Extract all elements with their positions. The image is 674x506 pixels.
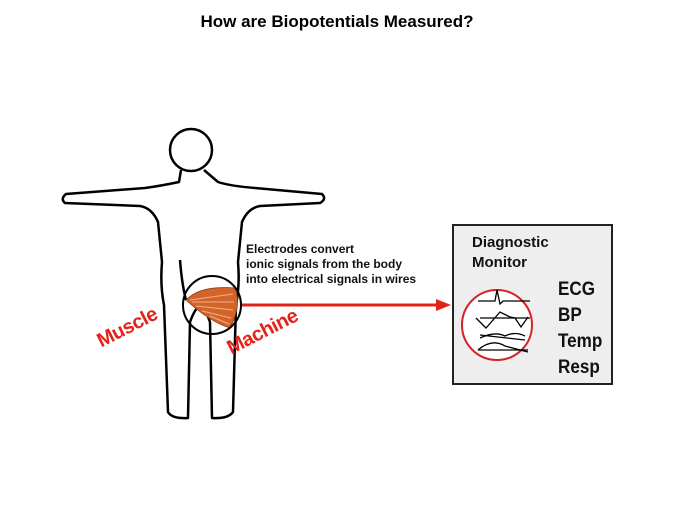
slide-title: How are Biopotentials Measured? <box>200 12 474 31</box>
monitor-signal-list: ECG BP Temp Resp <box>558 277 602 381</box>
waveform-icons <box>475 289 530 353</box>
muscle-icon <box>185 287 238 329</box>
monitor-title-line: Diagnostic <box>472 234 549 251</box>
signal-ecg: ECG <box>558 279 596 300</box>
arrow-head-icon <box>436 299 451 311</box>
monitor-title: Diagnostic Monitor <box>472 233 549 273</box>
caption-line: into electrical signals in wires <box>246 272 417 286</box>
caption-line: Electrodes convert <box>246 242 355 256</box>
electrode-caption: Electrodes convert ionic signals from th… <box>246 242 416 287</box>
signal-temp: Temp <box>558 331 603 352</box>
signal-resp: Resp <box>558 357 600 378</box>
signal-bp: BP <box>558 305 582 326</box>
monitor-title-line: Monitor <box>472 254 527 271</box>
electrode-circle <box>182 275 242 335</box>
caption-line: ionic signals from the body <box>246 257 403 271</box>
